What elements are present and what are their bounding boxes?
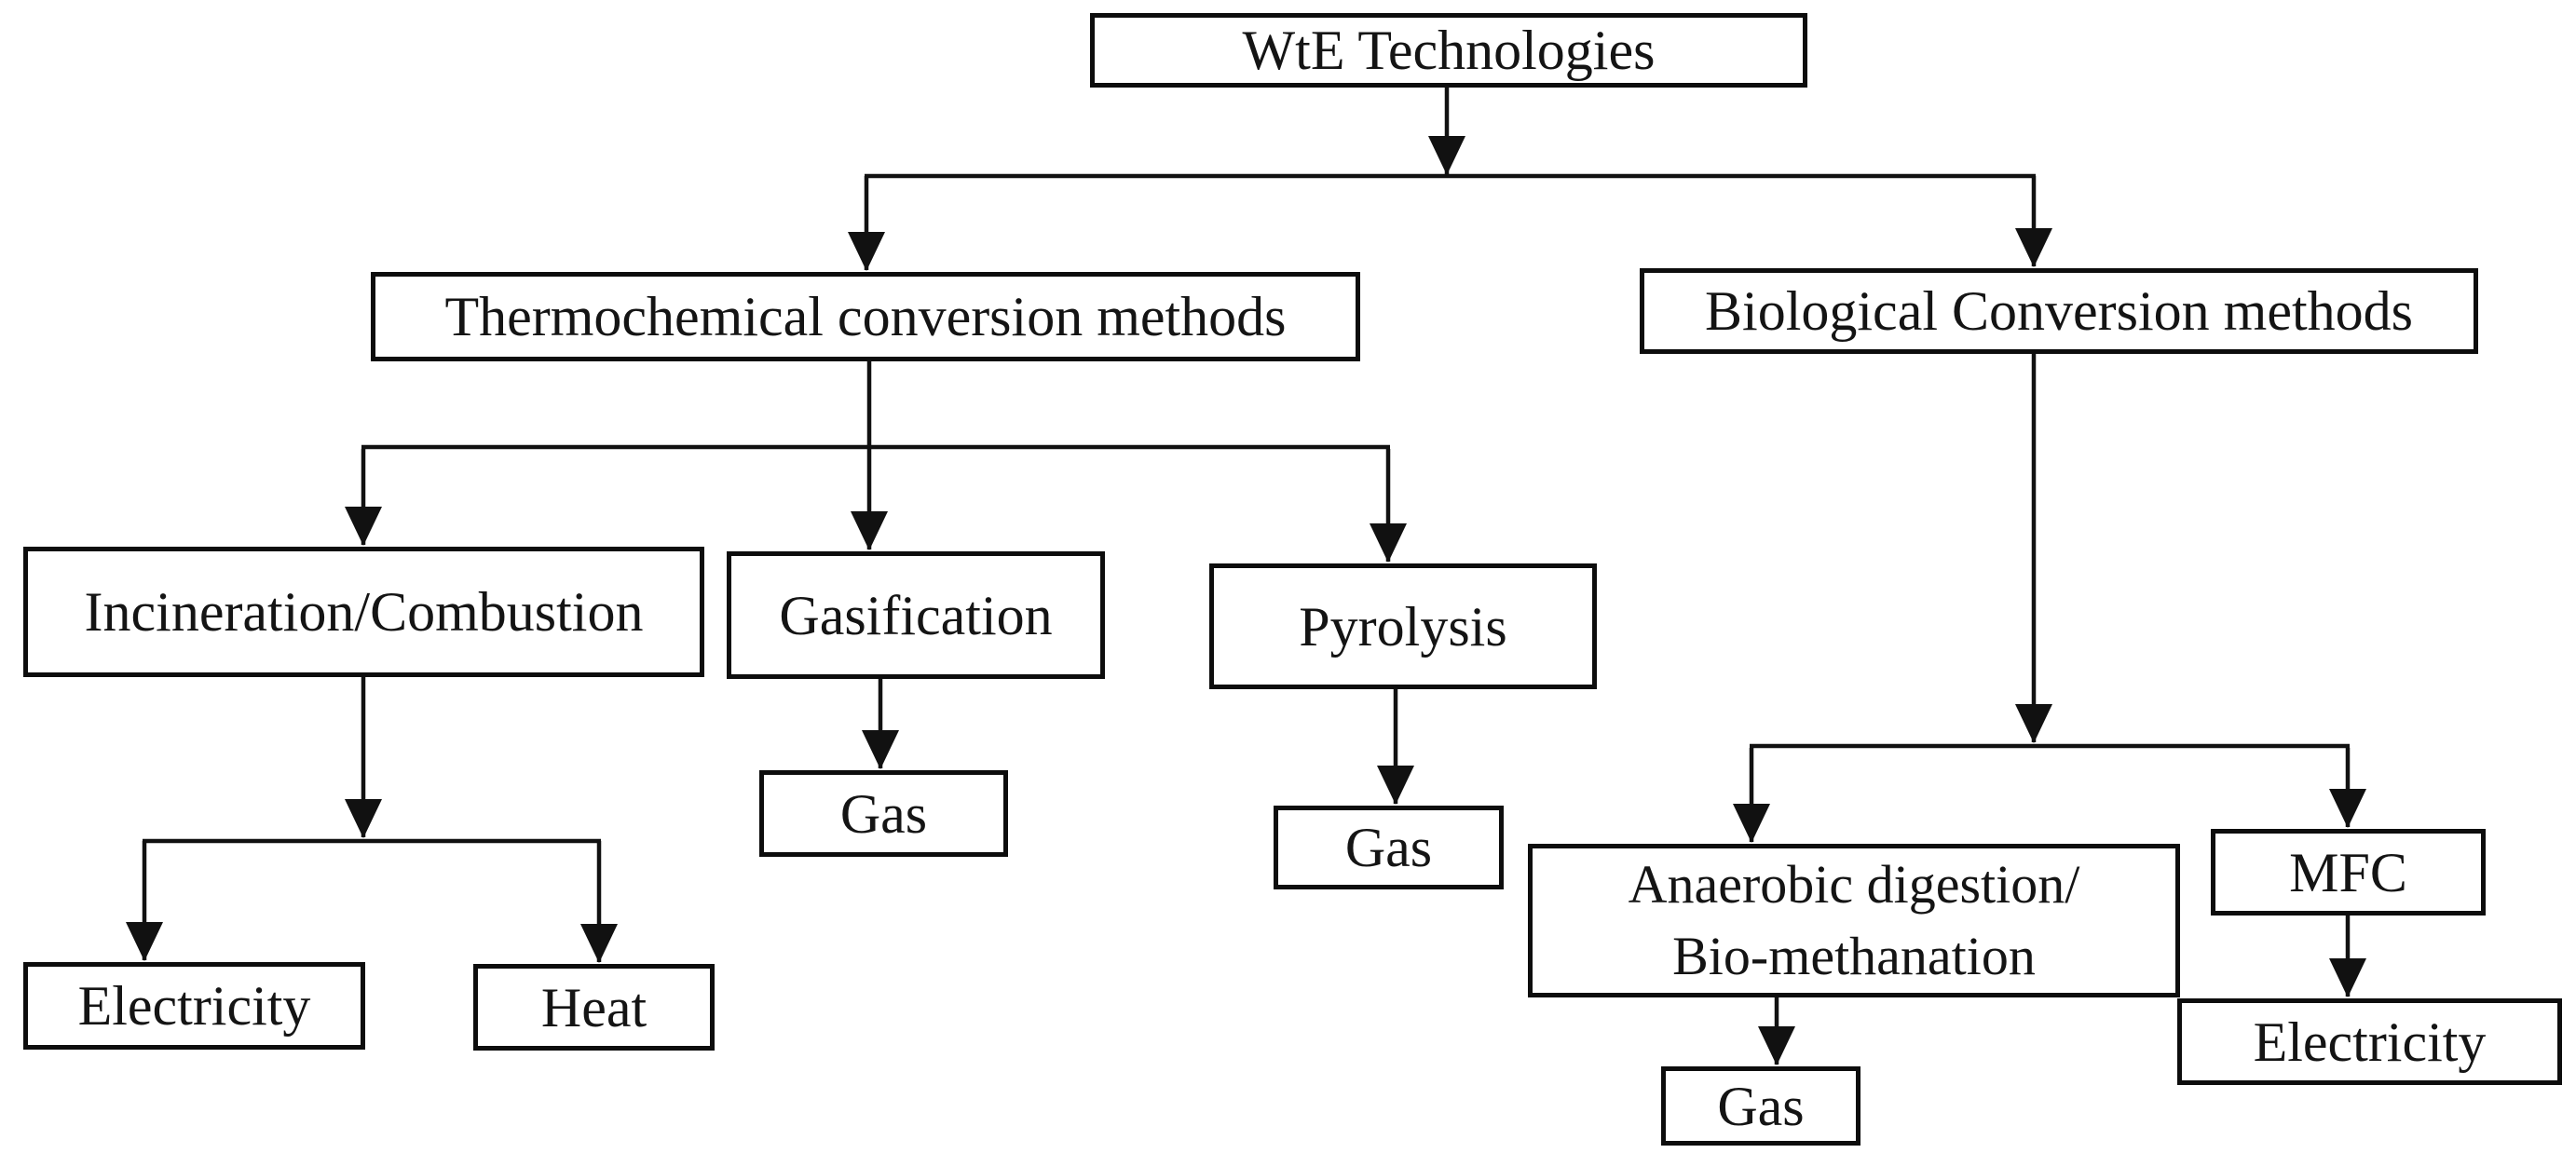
node-label: Pyrolysis	[1299, 595, 1507, 658]
node-gas-from-gasification: Gas	[759, 770, 1008, 857]
node-pyrolysis: Pyrolysis	[1209, 563, 1597, 689]
node-gasification: Gasification	[727, 551, 1105, 679]
node-mfc: MFC	[2211, 829, 2486, 916]
node-label: Gas	[839, 782, 928, 845]
node-anaerobic-digestion-bio-methanation: Anaerobic digestion/ Bio-methanation	[1528, 844, 2180, 997]
node-label: Heat	[540, 976, 647, 1038]
node-label: Electricity	[77, 975, 311, 1037]
node-label: Gas	[1717, 1075, 1805, 1137]
node-gas-from-anaerobic-digestion: Gas	[1661, 1066, 1860, 1146]
node-electricity-from-incineration: Electricity	[23, 962, 365, 1050]
node-heat: Heat	[473, 964, 715, 1051]
node-biological-conversion-methods: Biological Conversion methods	[1640, 268, 2478, 354]
node-label: Thermochemical conversion methods	[444, 286, 1287, 347]
node-label: Incineration/Combustion	[84, 581, 644, 643]
node-wte-technologies: WtE Technologies	[1090, 13, 1807, 88]
node-gas-from-pyrolysis: Gas	[1274, 806, 1504, 889]
node-label-line1: Anaerobic digestion/	[1628, 853, 2080, 915]
node-label: MFC	[2289, 841, 2407, 903]
node-label: Electricity	[2253, 1011, 2487, 1073]
node-electricity-from-mfc: Electricity	[2177, 998, 2562, 1085]
node-label: WtE Technologies	[1242, 20, 1656, 81]
node-label: Biological Conversion methods	[1705, 280, 2413, 342]
node-label: Gas	[1344, 817, 1433, 878]
node-label: Gasification	[779, 584, 1053, 646]
node-thermochemical-conversion-methods: Thermochemical conversion methods	[371, 272, 1360, 361]
node-incineration-combustion: Incineration/Combustion	[23, 547, 704, 677]
node-label-line2: Bio-methanation	[1672, 925, 2036, 986]
